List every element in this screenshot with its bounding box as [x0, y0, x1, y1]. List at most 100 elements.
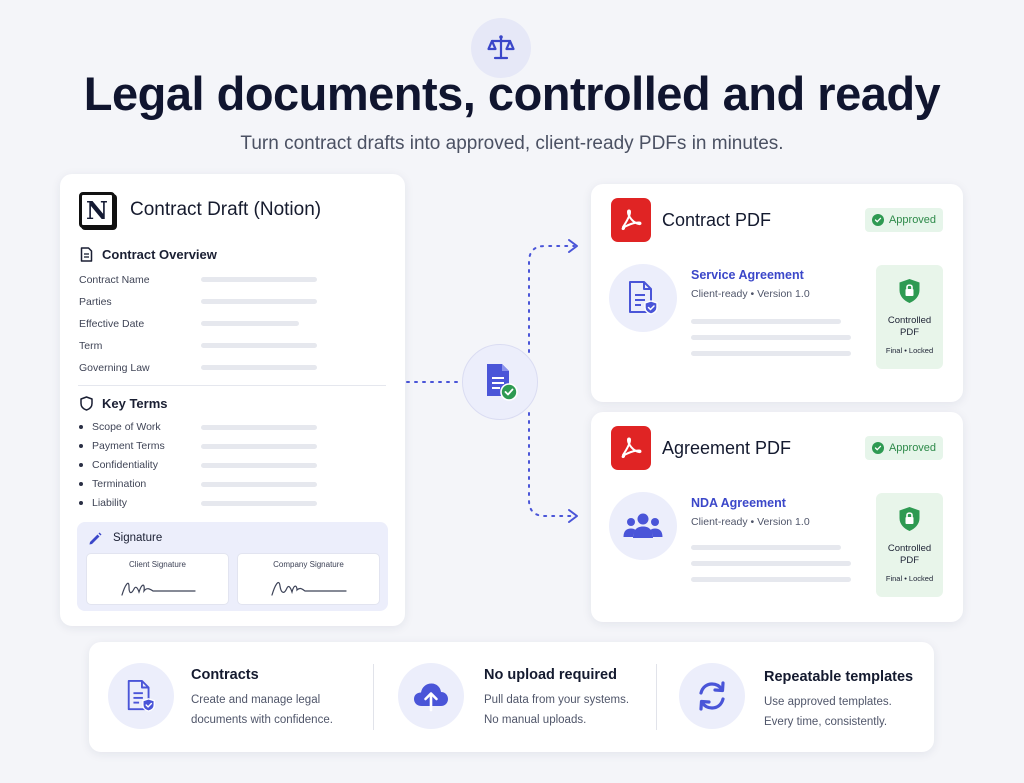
content-placeholder [691, 351, 851, 356]
field-label: Contract Name [79, 274, 150, 286]
field-label: Term [79, 340, 103, 352]
section-divider [78, 385, 386, 386]
controlled-pdf-badge: Controlled PDF Final • Locked [876, 493, 943, 597]
controlled-pdf-label: Controlled PDF [876, 315, 943, 339]
scales-icon [487, 35, 515, 60]
company-signature-scribble-icon [271, 582, 347, 596]
feature-desc-line: Every time, consistently. [764, 716, 888, 728]
term-value-placeholder [201, 425, 317, 430]
key-term-item: Confidentiality [79, 459, 158, 471]
field-value-placeholder [201, 343, 317, 348]
feature-icon-badge [398, 663, 464, 729]
document-shield-icon [127, 679, 155, 712]
term-value-placeholder [201, 463, 317, 468]
company-signature-field[interactable]: Company Signature [237, 553, 380, 605]
content-placeholder [691, 335, 851, 340]
bullet-icon [79, 425, 83, 429]
lock-label-line-1: Controlled [887, 543, 932, 554]
feature-desc-line: documents with confidence. [191, 714, 333, 726]
client-signature-label: Client Signature [129, 560, 186, 569]
document-name[interactable]: NDA Agreement [691, 496, 786, 510]
field-value-placeholder [201, 299, 317, 304]
key-term-label: Scope of Work [92, 421, 161, 433]
pdf-icon [611, 426, 651, 470]
overview-heading: Contract Overview [80, 247, 217, 262]
field-label: Effective Date [79, 318, 145, 330]
feature-title: Contracts [191, 667, 259, 683]
notion-logo-icon: N [79, 192, 115, 228]
pdf-icon [611, 198, 651, 242]
bullet-icon [79, 444, 83, 448]
notion-card-title: Contract Draft (Notion) [130, 199, 322, 220]
key-term-item: Liability [79, 497, 127, 509]
feature-desc-line: Pull data from your systems. [484, 694, 630, 706]
content-placeholder [691, 319, 841, 324]
lock-label-line-2: PDF [900, 555, 919, 566]
status-label: Approved [888, 214, 937, 226]
status-badge: Approved [865, 208, 943, 232]
bullet-icon [79, 463, 83, 467]
document-name[interactable]: Service Agreement [691, 268, 804, 282]
acrobat-icon [621, 209, 642, 231]
feature-icon-badge [679, 663, 745, 729]
check-icon [871, 442, 884, 454]
pdf-card-title: Agreement PDF [662, 438, 792, 458]
lock-status: Final • Locked [885, 346, 934, 355]
feature-title: No upload required [484, 667, 617, 683]
field-value-placeholder [201, 321, 299, 326]
document-meta: Client-ready • Version 1.0 [691, 288, 810, 300]
scales-icon-badge [471, 18, 531, 78]
lock-shield-icon [899, 507, 920, 531]
cloud-upload-icon [414, 683, 448, 712]
term-value-placeholder [201, 444, 317, 449]
contract-pdf-card[interactable]: Contract PDF Approved Service Agreement … [591, 184, 963, 402]
document-icon [80, 247, 93, 262]
lock-status: Final • Locked [885, 574, 934, 583]
status-badge: Approved [865, 436, 943, 460]
content-placeholder [691, 545, 841, 550]
overview-heading-label: Contract Overview [102, 247, 217, 262]
feature-divider [373, 664, 374, 730]
shield-icon [80, 396, 93, 411]
feature-desc-line: No manual uploads. [484, 714, 587, 726]
key-term-item: Scope of Work [79, 421, 161, 433]
arrow-head-bottom [568, 509, 578, 523]
lock-label-line-1: Controlled [887, 315, 932, 326]
key-term-label: Payment Terms [92, 440, 165, 452]
notion-draft-card[interactable]: N Contract Draft (Notion) Contract Overv… [60, 174, 405, 626]
users-icon [623, 513, 663, 538]
document-shield-icon [629, 281, 658, 315]
key-terms-heading: Key Terms [80, 396, 168, 411]
bullet-icon [79, 501, 83, 505]
lock-shield-icon [899, 279, 920, 303]
arrow-head-top [568, 239, 578, 253]
content-placeholder [691, 561, 851, 566]
feature-title: Repeatable templates [764, 669, 914, 685]
term-value-placeholder [201, 482, 317, 487]
client-signature-scribble-icon [121, 582, 196, 596]
feature-desc-line: Create and manage legal [191, 694, 321, 706]
feature-divider [656, 664, 657, 730]
features-strip: Contracts Create and manage legal docume… [89, 642, 934, 752]
signature-heading: Signature [88, 531, 162, 545]
key-term-item: Payment Terms [79, 440, 165, 452]
agreement-pdf-card[interactable]: Agreement PDF Approved NDA Agreement Cli… [591, 412, 963, 622]
check-icon [871, 214, 884, 226]
lock-label-line-2: PDF [900, 327, 919, 338]
content-placeholder [691, 577, 851, 582]
feature-description: Pull data from your systems. No manual u… [484, 690, 629, 730]
document-check-icon [487, 364, 518, 401]
pen-icon [89, 532, 102, 545]
acrobat-icon [621, 437, 642, 459]
conversion-node [462, 344, 538, 420]
key-term-label: Termination [92, 478, 147, 490]
controlled-pdf-label: Controlled PDF [876, 543, 943, 567]
page-title: Legal documents, controlled and ready [83, 67, 941, 120]
status-label: Approved [888, 442, 937, 454]
field-label: Governing Law [79, 362, 150, 374]
term-value-placeholder [201, 501, 317, 506]
field-label: Parties [79, 296, 112, 308]
client-signature-field[interactable]: Client Signature [86, 553, 229, 605]
signature-heading-label: Signature [113, 532, 163, 544]
